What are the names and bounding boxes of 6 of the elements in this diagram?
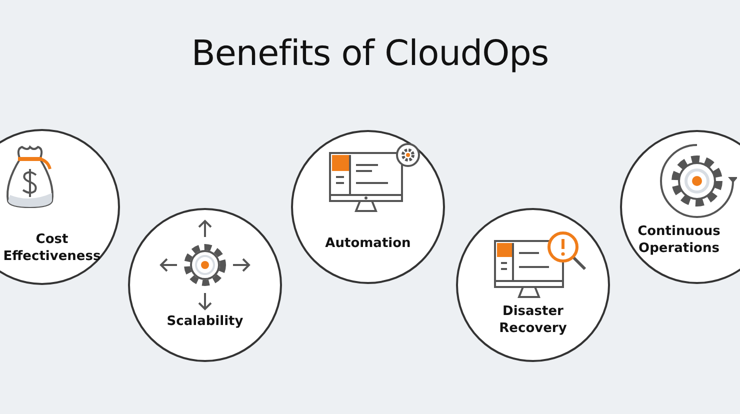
title: Benefits of CloudOps	[190, 34, 550, 74]
benefit-label: Disaster Recovery	[498, 303, 568, 337]
benefit-label: Scalability	[166, 313, 244, 330]
benefit-label: Continuous Operations	[636, 223, 722, 257]
benefit-label: Cost Effectiveness	[2, 231, 102, 265]
benefit-label: Automation	[325, 235, 411, 252]
